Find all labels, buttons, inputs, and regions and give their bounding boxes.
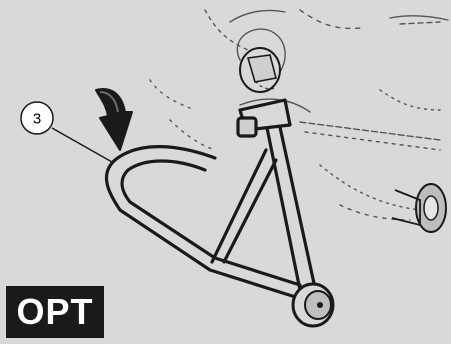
down-arrow-icon <box>96 89 132 150</box>
option-badge: OPT <box>6 286 104 338</box>
motorcycle-rear-sketch <box>150 10 448 220</box>
paddock-stand <box>106 100 315 300</box>
callout-leader-line <box>52 128 112 162</box>
callout-number: 3 <box>33 111 41 128</box>
stand-wheel <box>293 284 333 326</box>
